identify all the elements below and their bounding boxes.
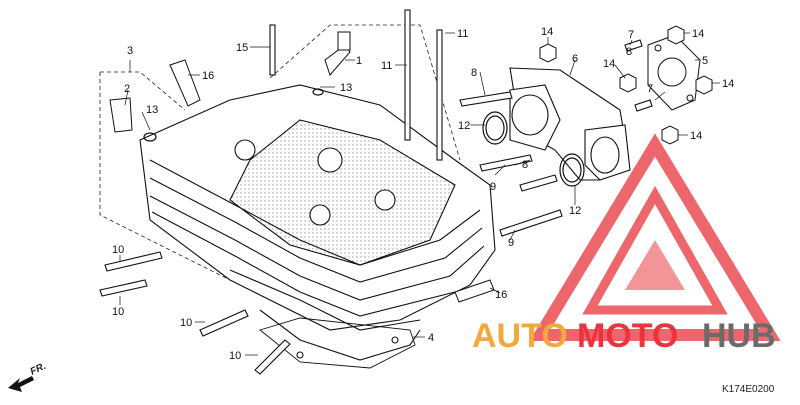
callout-14-b: 14 xyxy=(603,58,615,70)
callout-10-b: 10 xyxy=(112,306,124,318)
callout-14-c: 14 xyxy=(692,28,704,40)
callout-8-right: 8 xyxy=(626,46,632,58)
flange-nuts xyxy=(539,25,713,145)
head-gasket xyxy=(259,317,416,369)
front-arrow-icon: FR. xyxy=(8,361,48,392)
callout-8-mid: 8 xyxy=(522,159,528,171)
callout-2: 2 xyxy=(124,83,130,95)
callout-12-left: 12 xyxy=(458,120,470,132)
direction-label: FR. xyxy=(29,361,48,378)
o-rings xyxy=(143,88,585,187)
watermark-auto: AUTO xyxy=(472,317,568,355)
callout-9-bottom: 9 xyxy=(508,237,514,249)
leader-lines xyxy=(119,32,720,356)
insulator-plate xyxy=(647,34,701,111)
intake-manifold xyxy=(509,67,631,181)
callout-8-top: 8 xyxy=(471,67,477,79)
callout-9-top: 9 xyxy=(490,181,496,193)
callout-1: 1 xyxy=(356,55,362,67)
watermark-text: AUTO MOTO HUB xyxy=(472,317,776,355)
callout-labels: 3 2 13 16 15 13 1 11 11 8 12 9 8 9 6 12 … xyxy=(112,26,734,362)
callout-14-d: 14 xyxy=(722,78,734,90)
callout-13-mid: 13 xyxy=(340,82,352,94)
watermark-moto: MOTO xyxy=(577,317,678,355)
callout-7-top: 7 xyxy=(628,29,634,41)
callout-15: 15 xyxy=(236,42,248,54)
callout-10-a: 10 xyxy=(112,244,124,256)
callout-10-c: 10 xyxy=(180,317,192,329)
callout-11-left: 11 xyxy=(381,60,392,72)
callout-13-left: 13 xyxy=(146,104,158,116)
callout-10-d: 10 xyxy=(229,350,241,362)
callout-7-bottom: 7 xyxy=(647,83,653,95)
callout-16-bottom: 16 xyxy=(495,289,507,301)
callout-16-top: 16 xyxy=(202,70,214,82)
cylinder-head xyxy=(139,84,496,361)
watermark-hub: HUB xyxy=(702,317,776,355)
callout-14-e: 14 xyxy=(690,130,702,142)
callout-6: 6 xyxy=(572,53,578,65)
callout-3: 3 xyxy=(127,45,133,57)
studs-and-bolts xyxy=(99,9,653,375)
callout-4: 4 xyxy=(428,332,434,344)
watermark-triangle-icon xyxy=(529,133,781,341)
callout-5: 5 xyxy=(702,55,708,67)
callout-11-right: 11 xyxy=(457,28,468,40)
callout-12-right: 12 xyxy=(569,205,581,217)
reference-code: K174E0200 xyxy=(722,384,775,395)
callout-14-a: 14 xyxy=(541,26,553,38)
dowel-pins xyxy=(109,31,351,133)
